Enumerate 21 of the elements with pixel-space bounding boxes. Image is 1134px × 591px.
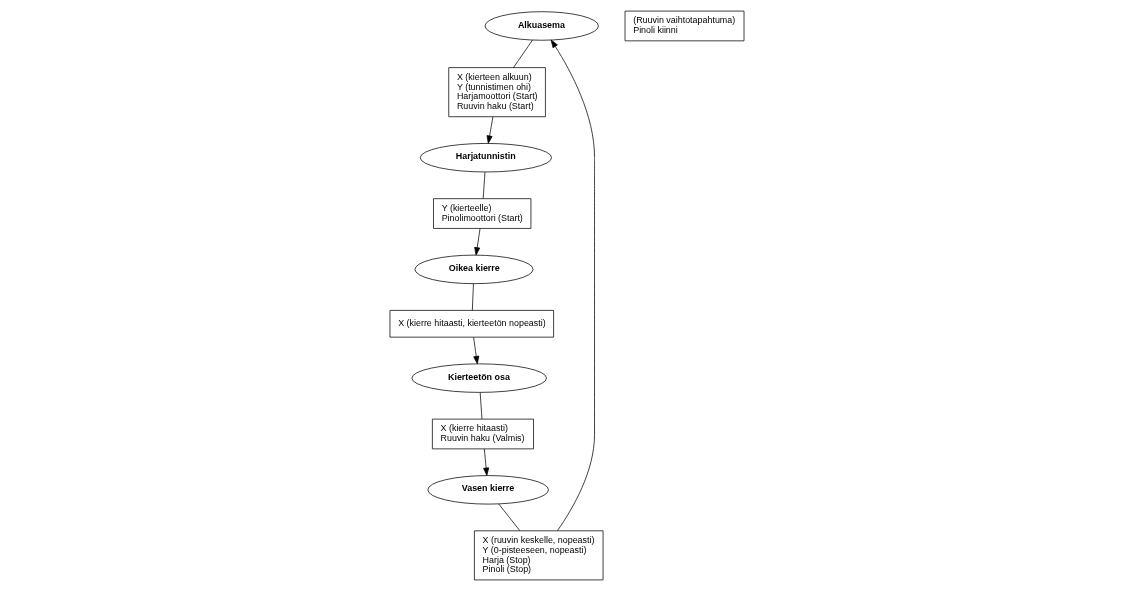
connector — [479, 392, 483, 420]
connector — [498, 503, 521, 532]
arrow — [473, 336, 480, 365]
connector — [513, 39, 533, 68]
arrow — [483, 448, 490, 476]
connector — [471, 283, 474, 311]
arrow — [474, 228, 481, 256]
node-box: X (kierteen alkuun) Y (tunnistimen ohi) Harjamoottori (Start) Ruuvin haku (Start) — [448, 67, 546, 118]
node-ellipse: Kierteetön osa — [411, 363, 547, 393]
node-box: X (ruuvin keskelle, nopeasti) Y (0-pisteeseen, nopeasti) Harja (Stop) Pinoli (Stop) — [474, 530, 604, 581]
node-ellipse: Alkuasema — [484, 11, 599, 41]
connector — [482, 171, 486, 199]
node-ellipse: Oikea kierre — [414, 254, 534, 285]
node-ellipse: Vasen kierre — [427, 475, 549, 505]
node-box: Y (kierteelle) Pinolimoottori (Start) — [433, 198, 532, 229]
node-ellipse: Harjatunnistin — [419, 143, 552, 173]
node-box: X (kierre hitaasti) Ruuvin haku (Valmis) — [432, 418, 534, 450]
arrow — [550, 39, 595, 531]
arrow — [486, 116, 494, 144]
node-box: X (kierre hitaasti, kierteetön nopeasti) — [389, 310, 554, 338]
node-box: (Ruuvin vaihtotapahtuma) Pinoli kiinni — [624, 10, 745, 42]
